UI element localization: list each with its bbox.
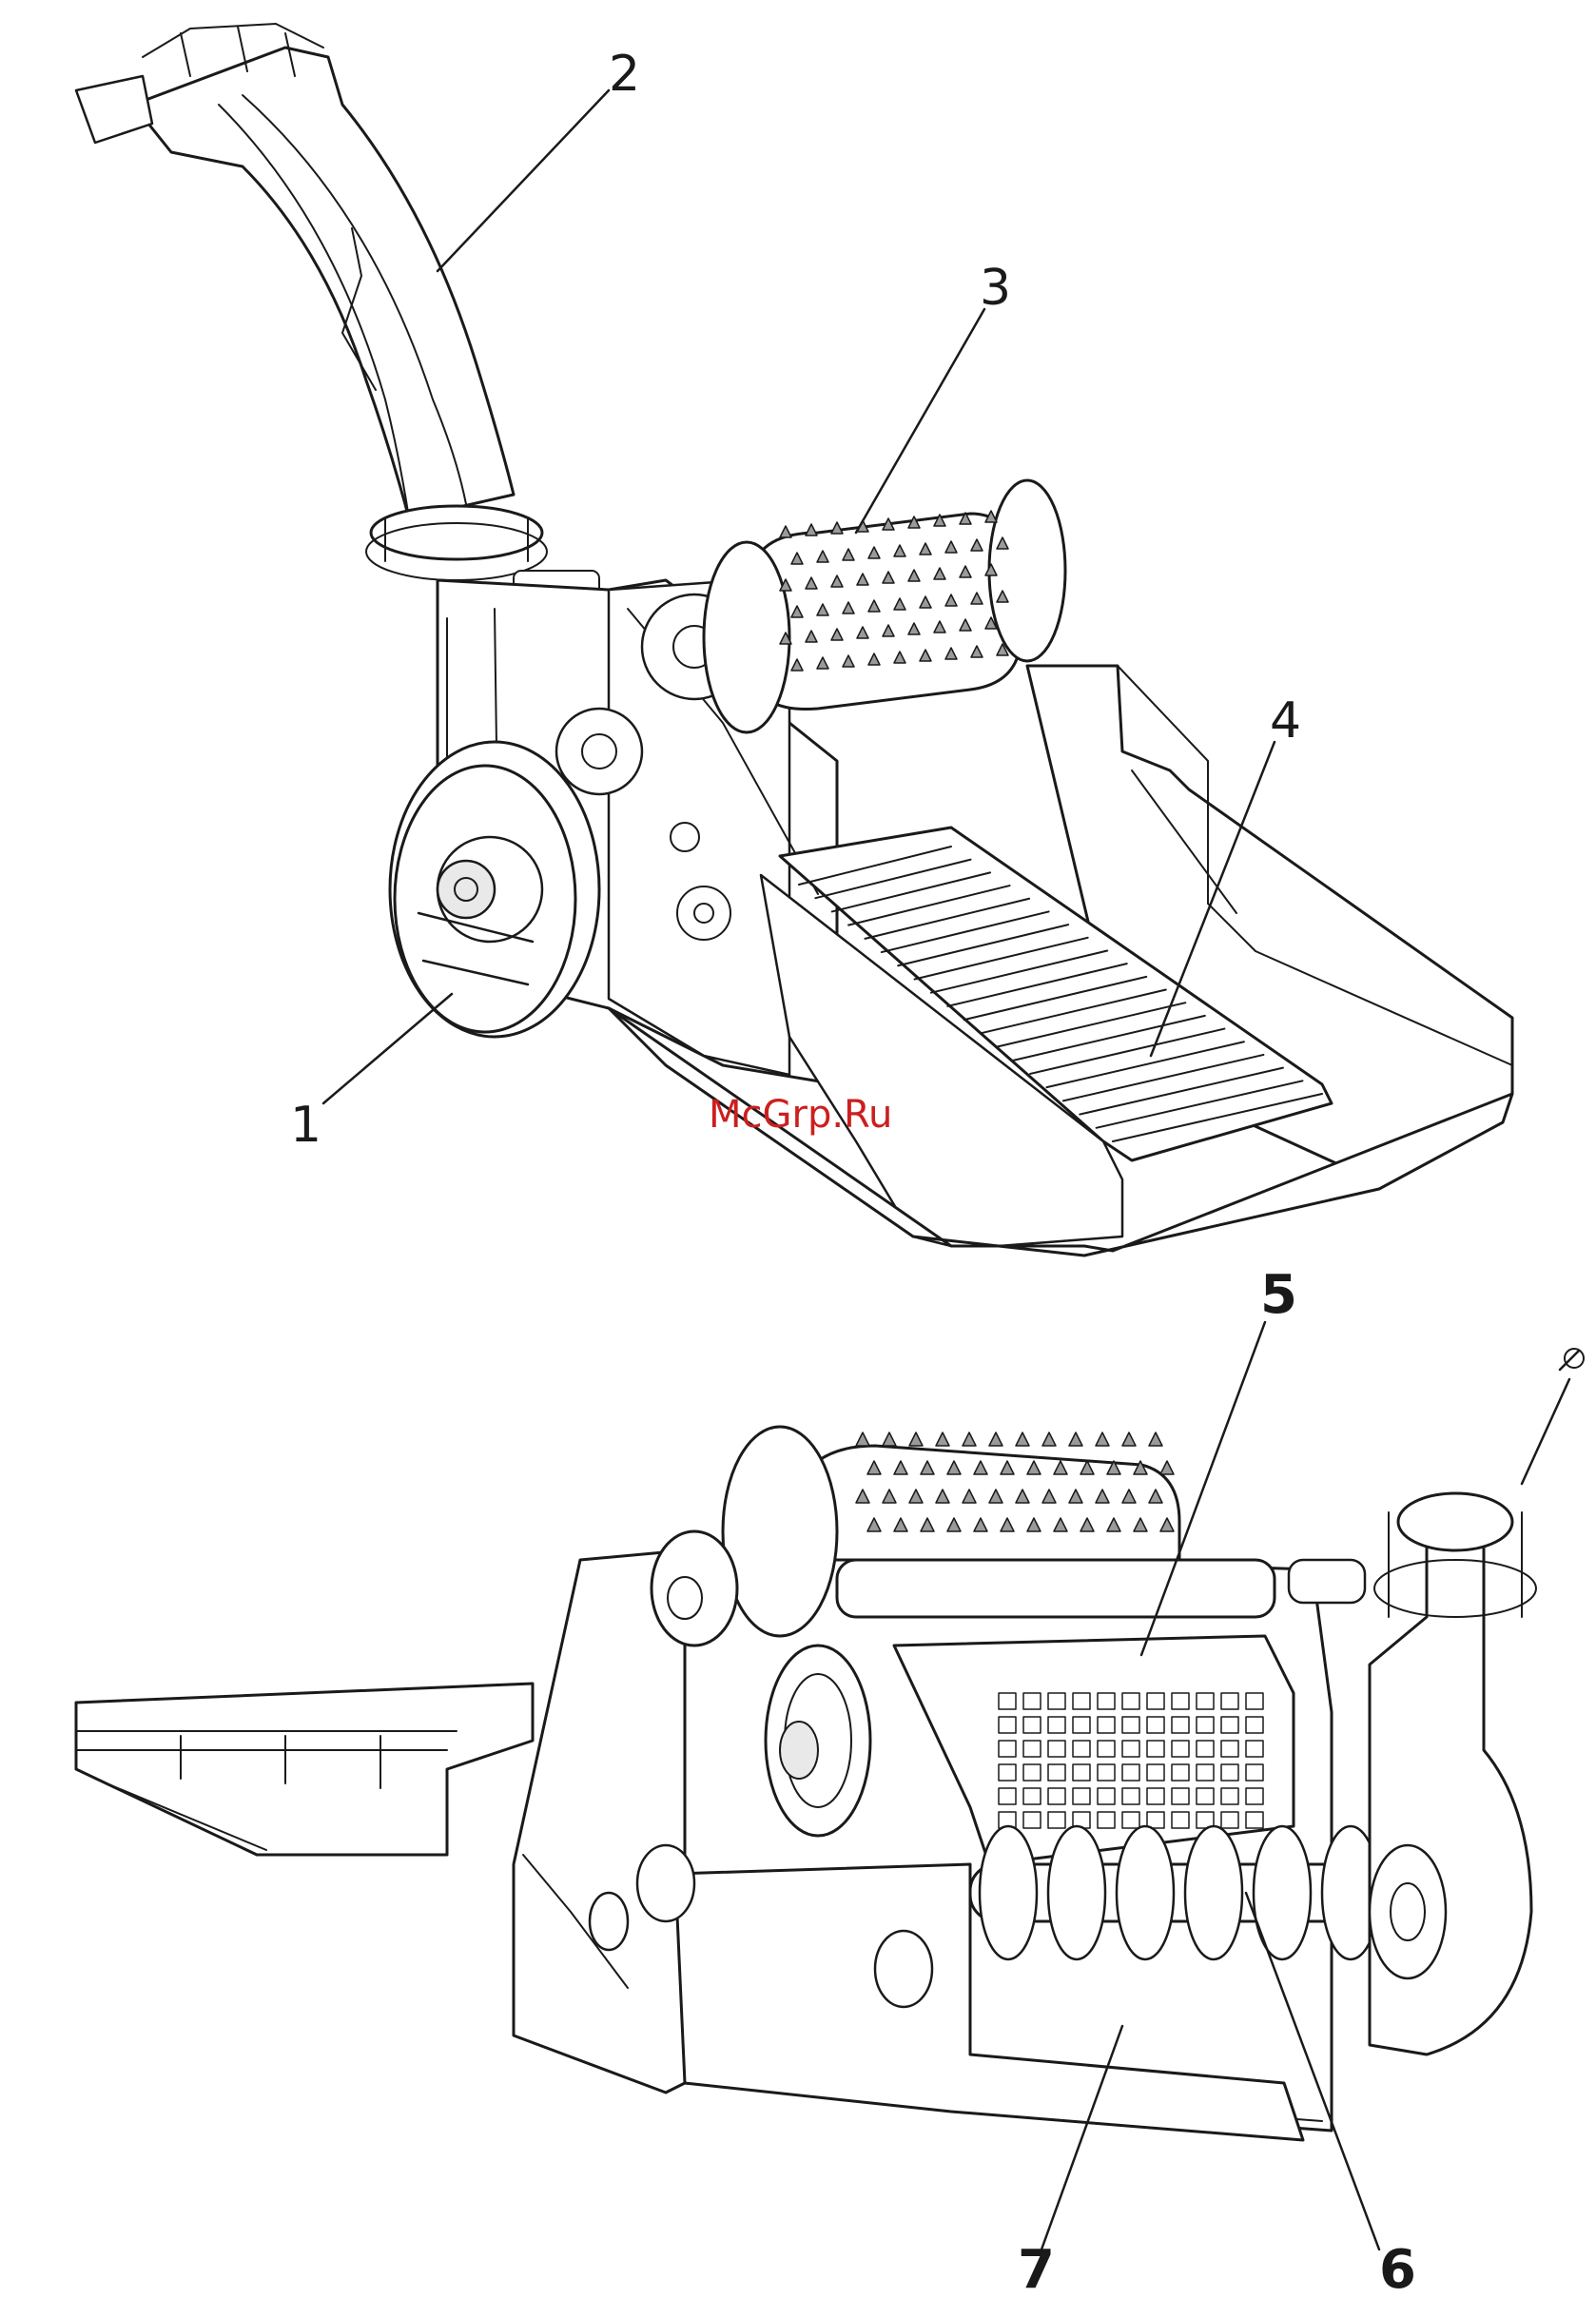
callout-7: 7 bbox=[1018, 2239, 1055, 2298]
grid-cell bbox=[1172, 1764, 1189, 1781]
grid-cell bbox=[1048, 1764, 1065, 1781]
grid-cell bbox=[1147, 1693, 1164, 1709]
spike bbox=[1160, 1461, 1174, 1474]
grid-cell bbox=[1048, 1741, 1065, 1757]
spike bbox=[963, 1432, 976, 1446]
lower-spiked-roller bbox=[723, 1427, 1275, 1636]
grid-cell bbox=[1246, 1693, 1263, 1709]
grid-cell bbox=[1221, 1788, 1238, 1804]
grid-cell bbox=[1098, 1788, 1115, 1804]
grid-cell bbox=[1048, 1812, 1065, 1828]
discharge-spout bbox=[76, 24, 514, 518]
grid-cell bbox=[1048, 1788, 1065, 1804]
spike bbox=[1096, 1432, 1109, 1446]
spike bbox=[989, 1432, 1002, 1446]
spike bbox=[936, 1432, 949, 1446]
grid-cell bbox=[1172, 1693, 1189, 1709]
grid-cell bbox=[1221, 1764, 1238, 1781]
grid-cell bbox=[1073, 1788, 1090, 1804]
grid-cell bbox=[1023, 1764, 1041, 1781]
spike bbox=[1069, 1432, 1082, 1446]
grid-cell bbox=[1122, 1717, 1139, 1733]
grid-cell bbox=[999, 1717, 1016, 1733]
spike bbox=[1149, 1432, 1162, 1446]
grid-cell bbox=[1172, 1812, 1189, 1828]
grid-cell bbox=[1246, 1717, 1263, 1733]
grid-cell bbox=[1023, 1717, 1041, 1733]
grid-cell bbox=[999, 1741, 1016, 1757]
grid-cell bbox=[1098, 1717, 1115, 1733]
grid-cell bbox=[1122, 1741, 1139, 1757]
grid-cell bbox=[1023, 1693, 1041, 1709]
flight bbox=[980, 1826, 1037, 1959]
grid-cell bbox=[1197, 1693, 1214, 1709]
grid-cell bbox=[1147, 1764, 1164, 1781]
side-trough bbox=[76, 1684, 533, 1855]
grid-cell bbox=[1246, 1741, 1263, 1757]
spike bbox=[806, 524, 817, 536]
grid-cell bbox=[999, 1764, 1016, 1781]
grid-cell bbox=[1122, 1764, 1139, 1781]
grid-cell bbox=[1221, 1741, 1238, 1757]
spike bbox=[1016, 1432, 1029, 1446]
grid-cell bbox=[1147, 1741, 1164, 1757]
grid-cell bbox=[1197, 1717, 1214, 1733]
spike bbox=[909, 1432, 923, 1446]
cutting-drum-housing bbox=[390, 742, 599, 1037]
grid-cell bbox=[1172, 1717, 1189, 1733]
grid-cell bbox=[1023, 1788, 1041, 1804]
grid-cell bbox=[1221, 1693, 1238, 1709]
grid-cell bbox=[1172, 1741, 1189, 1757]
spike bbox=[883, 1432, 896, 1446]
grid-cell bbox=[1197, 1741, 1214, 1757]
flight bbox=[1048, 1826, 1105, 1959]
grid-cell bbox=[1023, 1812, 1041, 1828]
flight bbox=[1117, 1826, 1174, 1959]
grid-cell bbox=[1246, 1812, 1263, 1828]
grid-cell bbox=[1073, 1693, 1090, 1709]
grid-cell bbox=[999, 1788, 1016, 1804]
bottom-view-assembly bbox=[76, 1349, 1584, 2140]
grid-cell bbox=[1098, 1741, 1115, 1757]
grid-cell bbox=[1073, 1764, 1090, 1781]
grid-cell bbox=[1048, 1693, 1065, 1709]
callout-3: 3 bbox=[980, 260, 1011, 317]
flight bbox=[1185, 1826, 1242, 1959]
watermark: McGrp.Ru bbox=[709, 1093, 892, 1137]
grid-cell bbox=[1098, 1812, 1115, 1828]
grid-cell bbox=[999, 1693, 1016, 1709]
grid-cell bbox=[1122, 1812, 1139, 1828]
callout-2: 2 bbox=[609, 46, 640, 103]
grid-cell bbox=[1122, 1693, 1139, 1709]
spike bbox=[856, 1432, 869, 1446]
grid-cell bbox=[1197, 1764, 1214, 1781]
grid-cell bbox=[1122, 1788, 1139, 1804]
grid-cell bbox=[1197, 1788, 1214, 1804]
grid-cell bbox=[1221, 1717, 1238, 1733]
grid-cell bbox=[1147, 1812, 1164, 1828]
grid-cell bbox=[1246, 1764, 1263, 1781]
callout-1: 1 bbox=[290, 1097, 321, 1154]
grid-cell bbox=[1073, 1741, 1090, 1757]
grid-cell bbox=[1246, 1788, 1263, 1804]
grid-cell bbox=[1098, 1764, 1115, 1781]
grid-cell bbox=[1147, 1717, 1164, 1733]
callout-4: 4 bbox=[1270, 692, 1301, 750]
spike bbox=[1122, 1432, 1136, 1446]
spike bbox=[780, 526, 791, 537]
spike bbox=[1042, 1432, 1056, 1446]
callout-6: 6 bbox=[1379, 2239, 1416, 2298]
grid-cell bbox=[1221, 1812, 1238, 1828]
grid-cell bbox=[1172, 1788, 1189, 1804]
spike bbox=[831, 522, 843, 534]
callout-5: 5 bbox=[1260, 1264, 1297, 1326]
spiked-feed-roller bbox=[704, 480, 1065, 732]
grid-cell bbox=[1147, 1788, 1164, 1804]
grid-cell bbox=[1098, 1693, 1115, 1709]
grid-cell bbox=[1023, 1741, 1041, 1757]
grid-cell bbox=[1073, 1717, 1090, 1733]
grid-cell bbox=[1048, 1717, 1065, 1733]
top-view-assembly bbox=[76, 24, 1512, 1256]
